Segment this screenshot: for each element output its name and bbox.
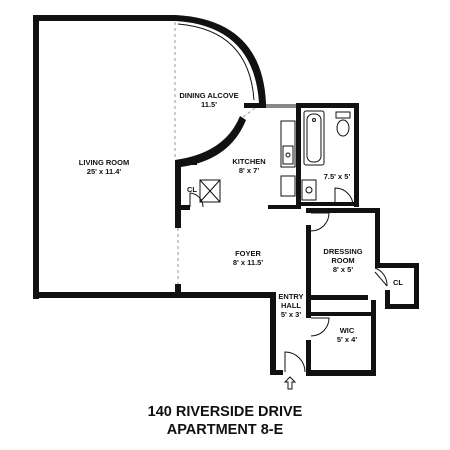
bath-vanity [301,179,317,201]
dining-bay-wall [176,15,266,103]
dashed-lines [174,22,179,284]
wall-dressing-top [306,208,380,213]
toilet-tank [335,111,351,119]
door-wic [310,317,330,337]
wall-dining-bottom-right [296,103,358,108]
bathtub-inner [306,113,322,163]
wall-dressing-bottom [306,295,368,300]
dressing-room-name-1: DRESSING [323,247,362,256]
door-cl2 [374,271,388,287]
entry-hall-name-1: ENTRY [278,292,303,301]
wall-closet-bottom [175,205,190,210]
wall-living-left [33,15,39,299]
bath-size: 7.5' x 5' [324,172,351,181]
doors [189,187,388,373]
entry-hall-name-2: HALL [281,301,301,310]
living-room-name: LIVING ROOM [79,158,129,167]
door-entry [284,351,306,373]
wall-living-bottom [33,292,183,298]
entry-hall-size: 5' x 3' [281,310,301,319]
door-dressing [310,212,330,232]
toilet-bowl [336,119,350,137]
bath-vanity-sink [305,186,313,194]
wall-kitchen-bath [296,103,301,207]
wall-closet-left [175,160,181,210]
dining-bay-window [177,17,264,101]
closet-kitchen-name: CL [187,185,197,194]
wall-divider-mid [175,210,181,228]
wall-cl2-top [375,263,419,268]
entry-arrow-icon [283,376,297,390]
wall-wic-top [306,312,376,316]
wall-wic-bottom [306,370,376,376]
wall-dressing-left [306,225,311,300]
wall-entry-right [306,300,311,318]
wall-entry-bottom-left [270,370,283,375]
foyer-size: 8' x 11.5' [233,258,263,267]
door-cl2-arc [374,267,388,287]
wall-bath-bottom [296,202,359,206]
dressing-room-name-2: ROOM [331,256,354,265]
wall-kitchen-bottom [268,205,301,209]
kitchen-sink-drain [285,152,291,158]
wall-cl2-right [414,263,419,309]
dining-alcove-name: DINING ALCOVE [179,91,238,100]
dressing-room-size: 8' x 5' [333,265,353,274]
wall-bath-right [354,103,359,207]
wall-cl2-left [385,290,390,309]
wall-dining-bottom-left [244,103,266,108]
kitchen-closet-box [199,179,221,203]
wic-size: 5' x 4' [337,335,357,344]
closet-dressing-name: CL [393,278,403,287]
wall-entry-left [270,292,276,375]
dash-dining-kitchen [242,107,256,118]
living-room-size: 25' x 11.4' [87,167,122,176]
wall-bottom-right [175,292,272,298]
door-bath [334,187,354,207]
wall-wic-right [371,300,376,376]
kitchen-size: 8' x 7' [239,166,259,175]
caption-address: 140 RIVERSIDE DRIVE [148,404,303,420]
kitchen-fixtures [199,120,296,203]
bath-fixtures [301,110,351,201]
room-labels: LIVING ROOM 25' x 11.4' DINING ALCOVE 11… [79,91,404,344]
kitchen-counter [280,120,296,168]
dining-alcove-size: 11.5' [201,100,217,109]
kitchen-stove [280,175,296,197]
kitchen-closet-x2 [199,179,221,203]
walls [33,15,419,376]
dining-curve-wall [175,116,246,167]
wall-dressing-right [375,208,380,263]
bathtub-drain [312,118,316,122]
kitchen-name: KITCHEN [232,157,265,166]
wall-cl2-bottom [385,304,419,309]
kitchen-sink [282,145,294,165]
wall-wic-left [306,340,311,376]
caption-apartment: APARTMENT 8-E [167,422,284,438]
wic-name: WIC [340,326,355,335]
door-closet-kitchen [189,192,204,208]
wall-divider-lower [175,284,181,298]
bathtub [303,110,325,166]
windows [40,15,296,108]
caption: 140 RIVERSIDE DRIVE APARTMENT 8-E [148,404,303,438]
foyer-name: FOYER [235,249,261,258]
dining-bay-window-inner [177,23,255,101]
